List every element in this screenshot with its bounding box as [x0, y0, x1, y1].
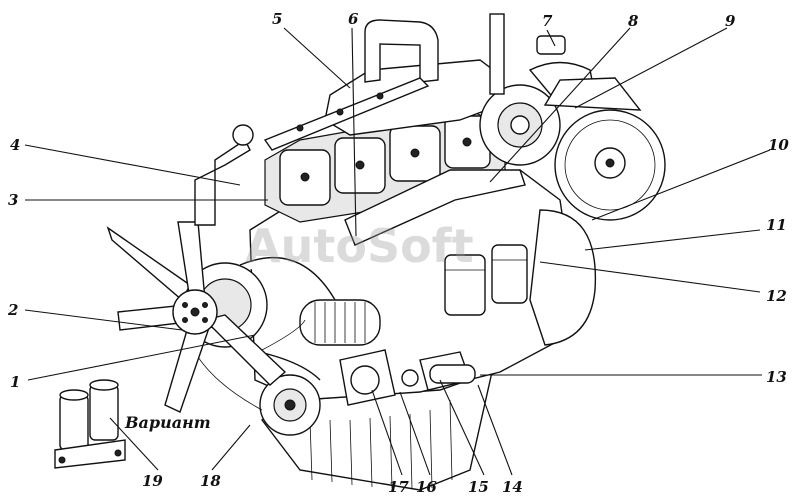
- callout-18: 18: [200, 472, 221, 490]
- variant-label: Вариант: [124, 413, 211, 432]
- callout-17: 17: [388, 478, 409, 496]
- callout-3: 3: [8, 191, 18, 209]
- callout-2: 2: [7, 301, 18, 319]
- callout-13: 13: [766, 368, 787, 386]
- callout-6: 6: [348, 10, 359, 28]
- engine-illustration: [106, 13, 666, 491]
- callout-14: 14: [502, 478, 523, 496]
- fan: [106, 221, 287, 413]
- callout-4: 4: [10, 136, 20, 154]
- callout-19: 19: [142, 472, 163, 490]
- leader-lines: [24, 27, 771, 476]
- callout-12: 12: [766, 287, 787, 305]
- callout-8: 8: [628, 12, 639, 30]
- callout-5: 5: [272, 10, 282, 28]
- callout-9: 9: [725, 12, 736, 30]
- callout-10: 10: [768, 136, 789, 154]
- callout-labels: 1 2 3 4 5 6 7 8 9 10 11 12 13 14 15 16 1…: [7, 10, 789, 496]
- callout-1: 1: [10, 373, 20, 391]
- callout-15: 15: [468, 478, 489, 496]
- variant-fuel-filters: [54, 379, 126, 469]
- callout-7: 7: [542, 12, 553, 30]
- callout-11: 11: [766, 216, 787, 234]
- watermark: AutoSoft: [245, 219, 474, 273]
- callout-16: 16: [416, 478, 437, 496]
